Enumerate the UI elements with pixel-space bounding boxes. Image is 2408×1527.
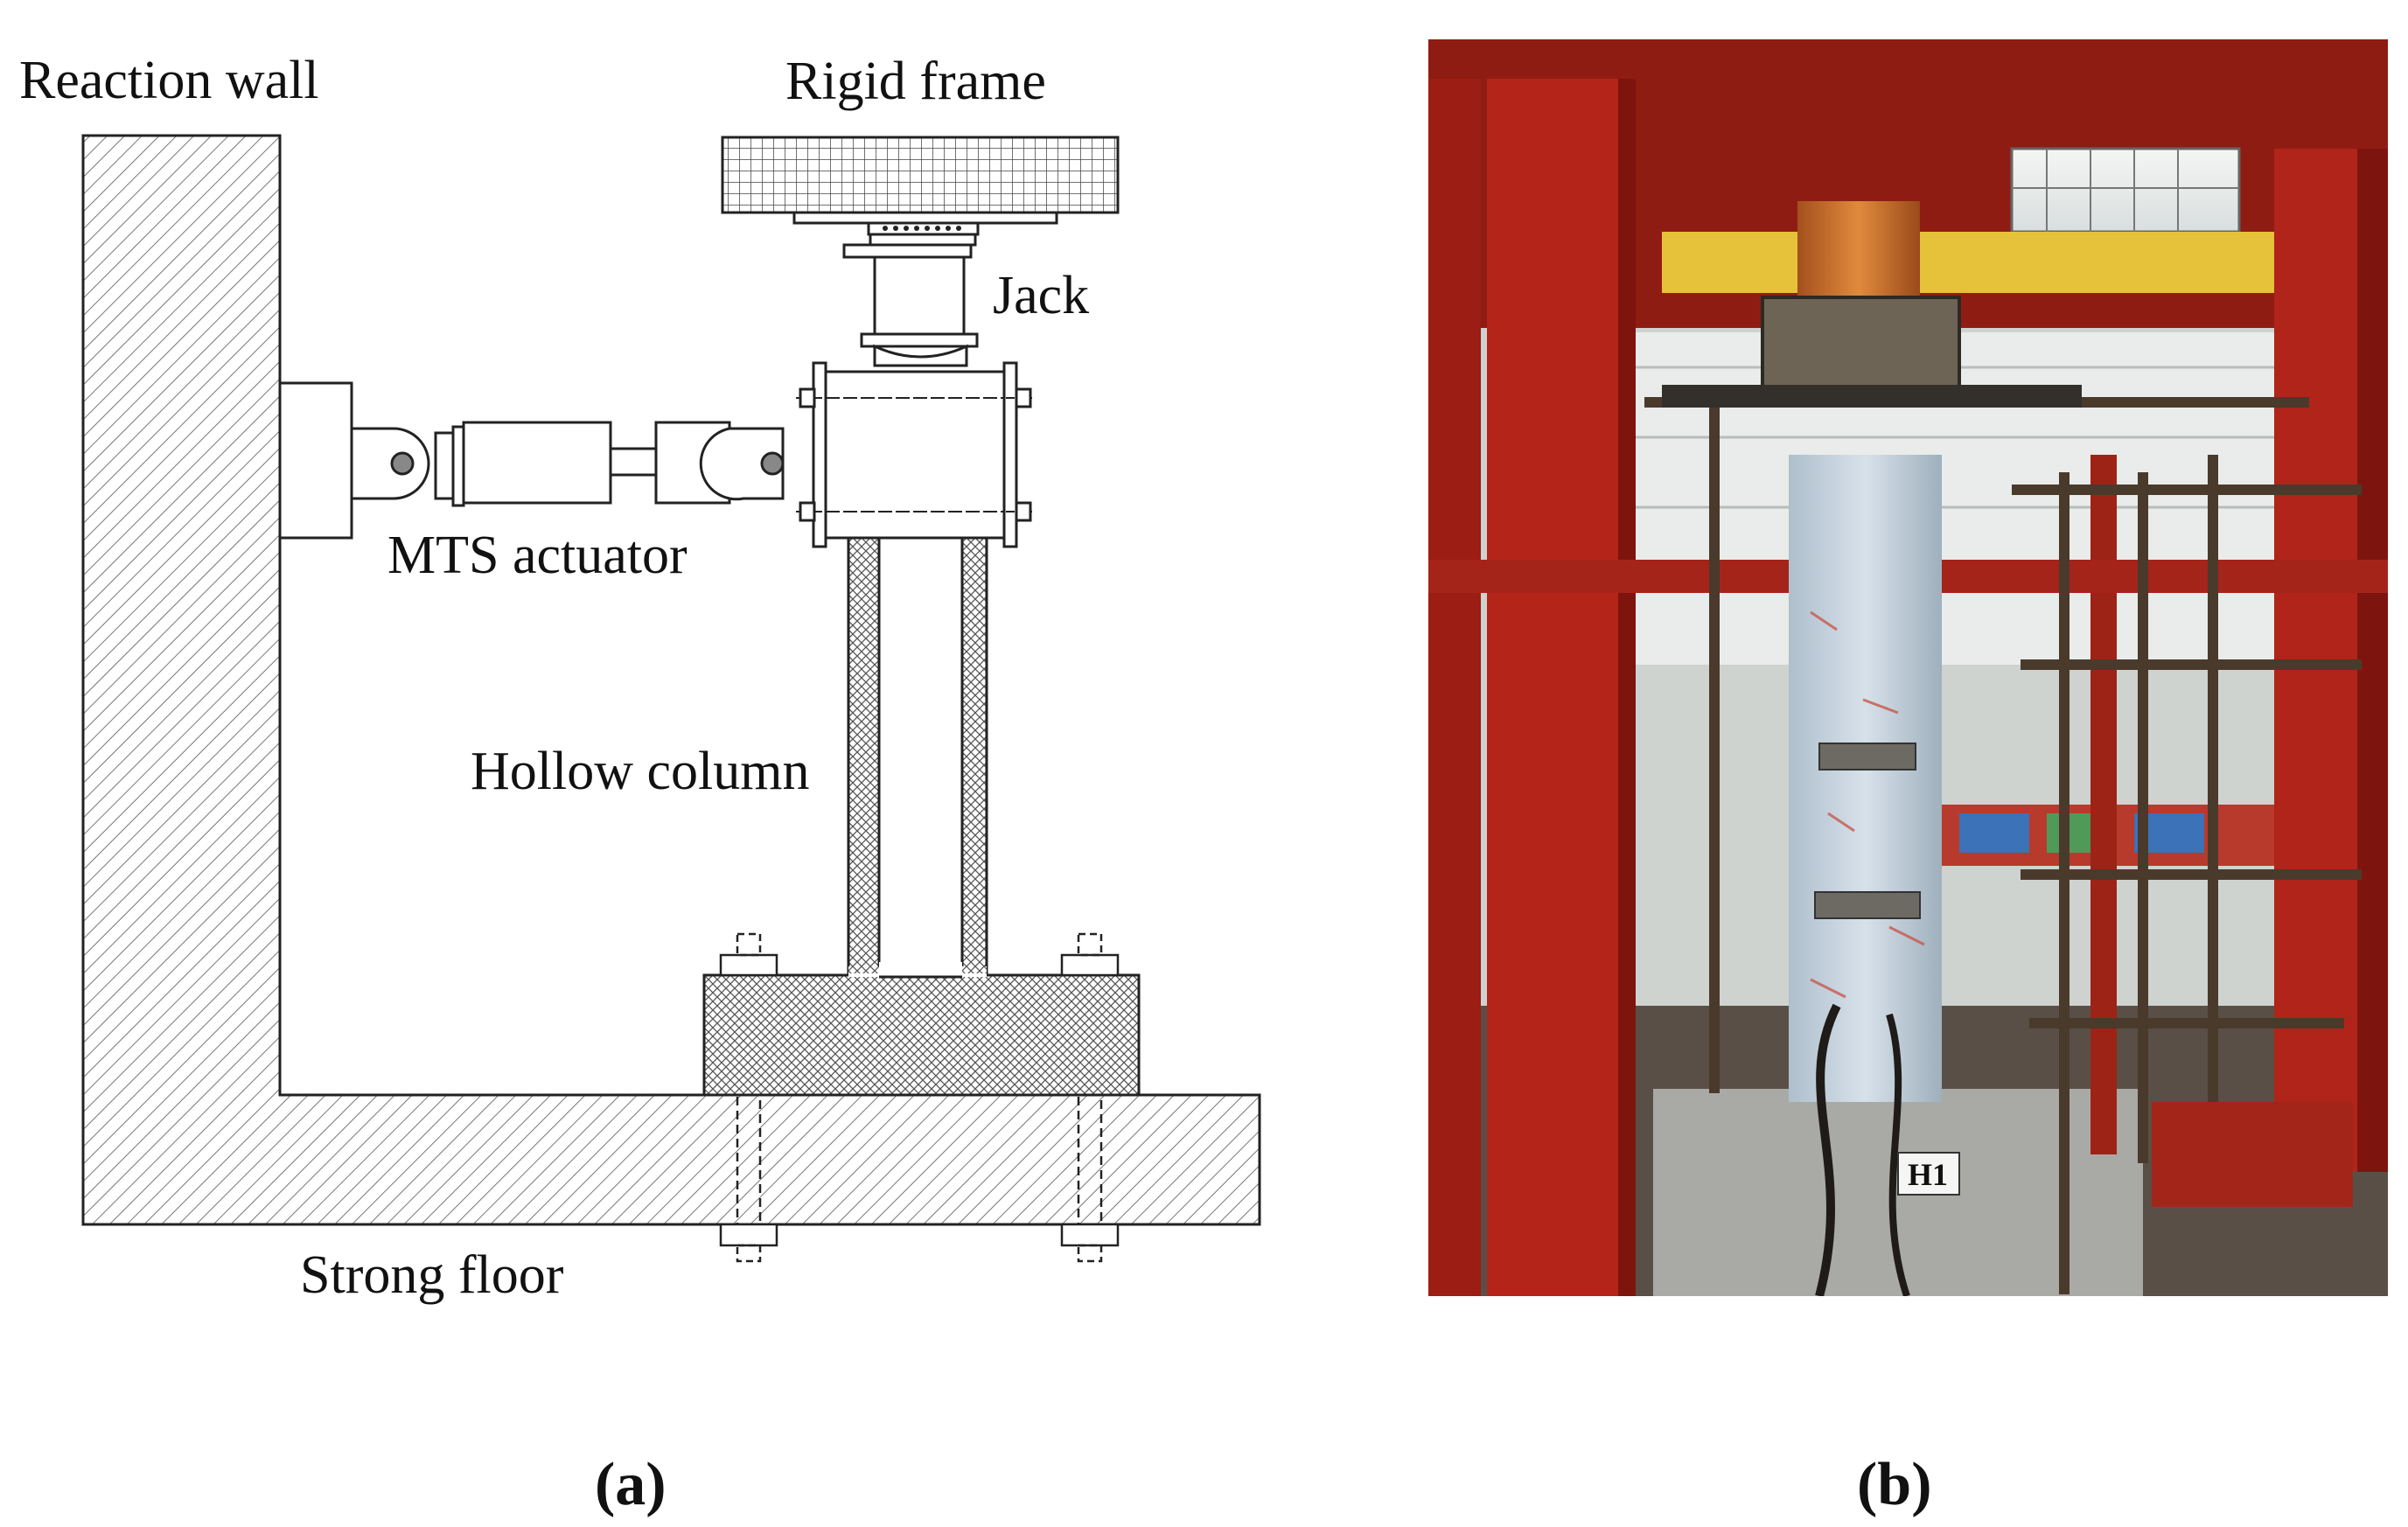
mts-actuator [350, 421, 785, 507]
jack [842, 233, 979, 367]
panel-a-diagram: Reaction wall Rigid frame Jack MTS actua… [19, 51, 1261, 1518]
caption-a: (a) [595, 1451, 667, 1518]
loading-cap [796, 361, 1041, 548]
anchor-bolts [719, 932, 1120, 1263]
label-hollow-column: Hollow column [471, 742, 809, 801]
rigid-frame [721, 136, 1120, 236]
label-rigid-frame: Rigid frame [785, 52, 1046, 111]
label-strong-floor: Strong floor [300, 1245, 564, 1305]
label-reaction-wall: Reaction wall [19, 51, 319, 110]
label-mts-actuator: MTS actuator [387, 526, 688, 585]
hollow-column [847, 536, 988, 977]
column-footing [702, 962, 1141, 1097]
panel-b-photo: H1 (b) [1428, 39, 2388, 1518]
actuator-mount-block [278, 381, 353, 540]
reaction-wall-and-strong-floor [81, 134, 1261, 1226]
specimen-tag: H1 [1908, 1157, 1948, 1192]
caption-b: (b) [1857, 1451, 1932, 1518]
label-jack: Jack [993, 266, 1089, 325]
